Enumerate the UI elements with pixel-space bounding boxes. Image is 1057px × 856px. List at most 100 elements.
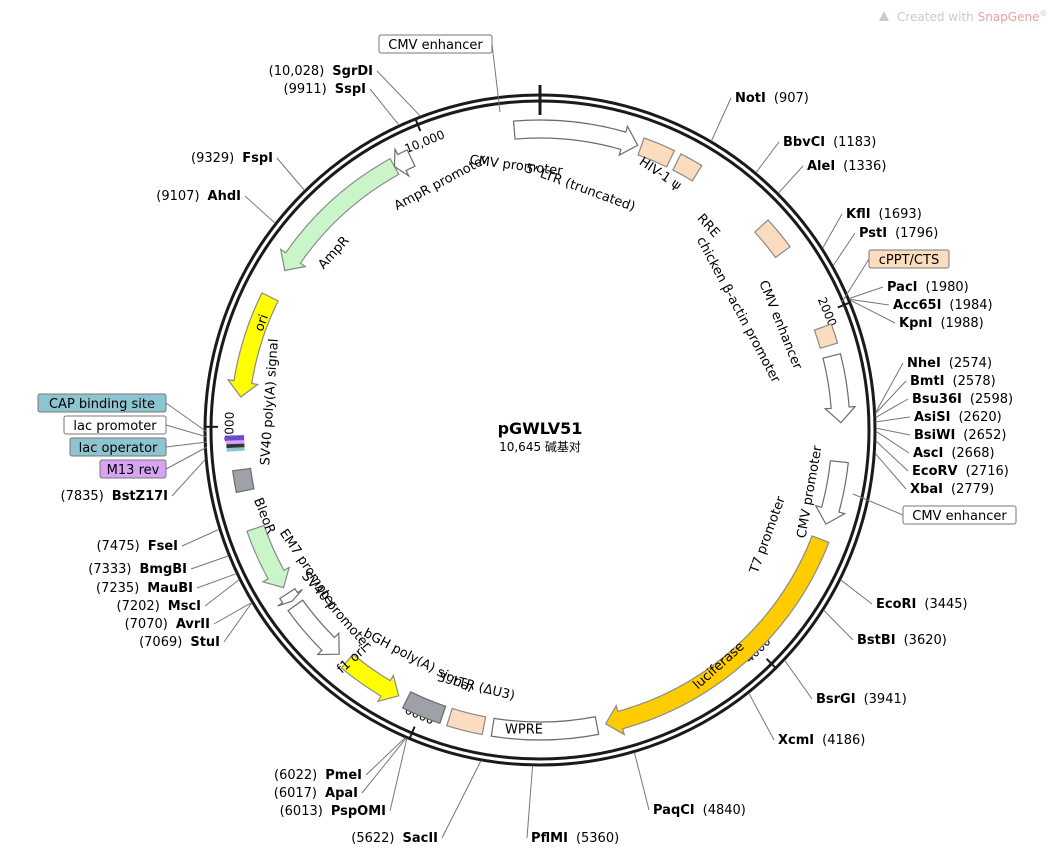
leader-lines <box>165 43 911 839</box>
boxed-label-m13-rev: M13 rev <box>107 463 160 478</box>
site-ecori: EcoRI(3445) <box>876 597 968 612</box>
site-bmgbi: (7333)BmgBI <box>88 562 187 577</box>
feature-3-ltr-du3 <box>446 707 487 736</box>
boxed-label-frame <box>378 34 493 54</box>
tick-label: 10,000 <box>403 127 447 156</box>
site-leader-line <box>849 299 896 324</box>
site-leader-line <box>849 286 884 299</box>
site-psti: PstI(1796) <box>859 226 938 241</box>
tick-mark <box>837 301 852 309</box>
site-leader-line <box>875 427 911 436</box>
feature-rre <box>753 219 791 259</box>
box-leader-line <box>165 441 208 448</box>
site-leader-line <box>875 380 907 414</box>
feature-wpre <box>490 716 600 741</box>
feature-bgh-polya <box>401 690 447 725</box>
site-leader-line <box>777 165 804 194</box>
site-leader-line <box>784 660 813 700</box>
site-sacii: (5622)SacII <box>351 831 438 846</box>
site-leader-line <box>822 213 843 249</box>
site-leader-line <box>755 141 780 173</box>
feature-5-ltr-truncated <box>637 137 676 168</box>
site-leader-line <box>748 692 775 741</box>
site-leader-line <box>276 157 305 191</box>
feature-luciferase <box>604 535 830 736</box>
boxed-label-lac-operator: lac operator <box>79 441 158 456</box>
boxed-label-cap-binding-site: CAP binding site <box>49 397 155 412</box>
site-acc65i: Acc65I(1984) <box>893 298 993 313</box>
site-leader-line <box>365 737 406 776</box>
boxed-label-cmv-enhancer: CMV enhancer <box>388 38 483 53</box>
plasmid-name: pGWLV51 <box>498 419 583 438</box>
lac-region-mark <box>226 445 245 452</box>
feature-ori <box>226 292 279 398</box>
inner-label-t7-promoter: T7 promoter <box>747 494 789 576</box>
site-xcmi: XcmI(4186) <box>778 733 865 748</box>
site-leader-line <box>181 528 220 547</box>
site-ecorv: EcoRV(2716) <box>912 464 1009 479</box>
feature-ampr-promoter <box>393 146 416 178</box>
box-leader-line <box>165 402 208 433</box>
site-noti: NotI(907) <box>735 91 809 106</box>
site-leader-line <box>875 362 904 413</box>
box-leader-line <box>852 493 904 516</box>
site-asci: AscI(2668) <box>913 446 995 461</box>
feature-cmv-promoter-2 <box>814 460 849 525</box>
site-bstbi: BstBI(3620) <box>857 633 947 648</box>
site-leader-line <box>441 760 482 839</box>
site-sgrdi: (10,028)SgrDI <box>269 64 373 79</box>
boxed-label-frame <box>868 249 950 269</box>
feature-sv40-promoter <box>287 599 340 656</box>
site-leader-line <box>875 398 909 418</box>
feature-bleor <box>246 524 291 589</box>
site-leader-line <box>190 555 229 570</box>
boxed-label-frame <box>69 437 167 457</box>
lac-region-mark <box>226 442 245 449</box>
box-leader-line <box>165 446 208 470</box>
site-bbvci: BbvCI(1183) <box>783 135 876 150</box>
tick-label: 2000 <box>815 295 840 329</box>
inner-label-ori: ori <box>252 312 272 333</box>
site-bsrgi: BsrGI(3941) <box>816 692 907 707</box>
inner-label-wpre: WPRE <box>505 723 543 738</box>
feature-cmv-enhancer <box>822 352 857 424</box>
tick-mark <box>414 117 422 132</box>
site-msci: (7202)MscI <box>117 599 201 614</box>
feature-cmv-promoter <box>512 119 639 157</box>
watermark-text: Created with SnapGene® <box>897 9 1047 24</box>
site-stui: (7069)StuI <box>139 635 220 650</box>
site-leader-line <box>875 416 911 423</box>
site-avrii: (7070)AvrII <box>125 617 210 632</box>
site-leader-line <box>874 453 907 490</box>
inner-label-ampr: AmpR <box>315 234 352 273</box>
inner-label-cmv-promoter: CMV promoter <box>794 444 825 539</box>
site-leader-line <box>710 97 732 142</box>
site-asisi: AsiSI(2620) <box>914 410 1002 425</box>
tick-mark <box>765 658 778 670</box>
feature-hiv-1-psi <box>672 153 703 182</box>
site-alei: AleI(1336) <box>807 159 886 174</box>
site-bsu36i: Bsu36I(2598) <box>912 392 1013 407</box>
site-leader-line <box>213 602 252 625</box>
restriction-sites: NotI(907)BbvCI(1183)AleI(1336)KflI(1693)… <box>61 64 1014 846</box>
site-paqci: PaqCI(4840) <box>653 803 746 818</box>
site-pspomi: (6013)PspOMI <box>280 804 386 819</box>
site-pmei: (6022)PmeI <box>274 768 362 783</box>
boxed-label-frame <box>63 415 167 435</box>
feature-em7-promoter <box>277 587 303 607</box>
site-leader-line <box>361 737 407 794</box>
site-apai: (6017)ApaI <box>274 786 358 801</box>
site-leader-line <box>840 579 873 605</box>
site-leader-line <box>369 88 400 126</box>
site-leader-line <box>875 440 909 472</box>
boxed-label-cmv-enhancer: CMV enhancer <box>912 509 1007 524</box>
feature-cppt-cts <box>813 323 839 349</box>
site-bsiwi: BsiWI(2652) <box>914 428 1007 443</box>
site-paci: PacI(1980) <box>887 280 969 295</box>
boxed-label-frame <box>37 393 167 413</box>
lac-region-mark <box>226 438 245 445</box>
site-xbai: XbaI(2779) <box>910 482 994 497</box>
site-leader-line <box>196 573 237 589</box>
